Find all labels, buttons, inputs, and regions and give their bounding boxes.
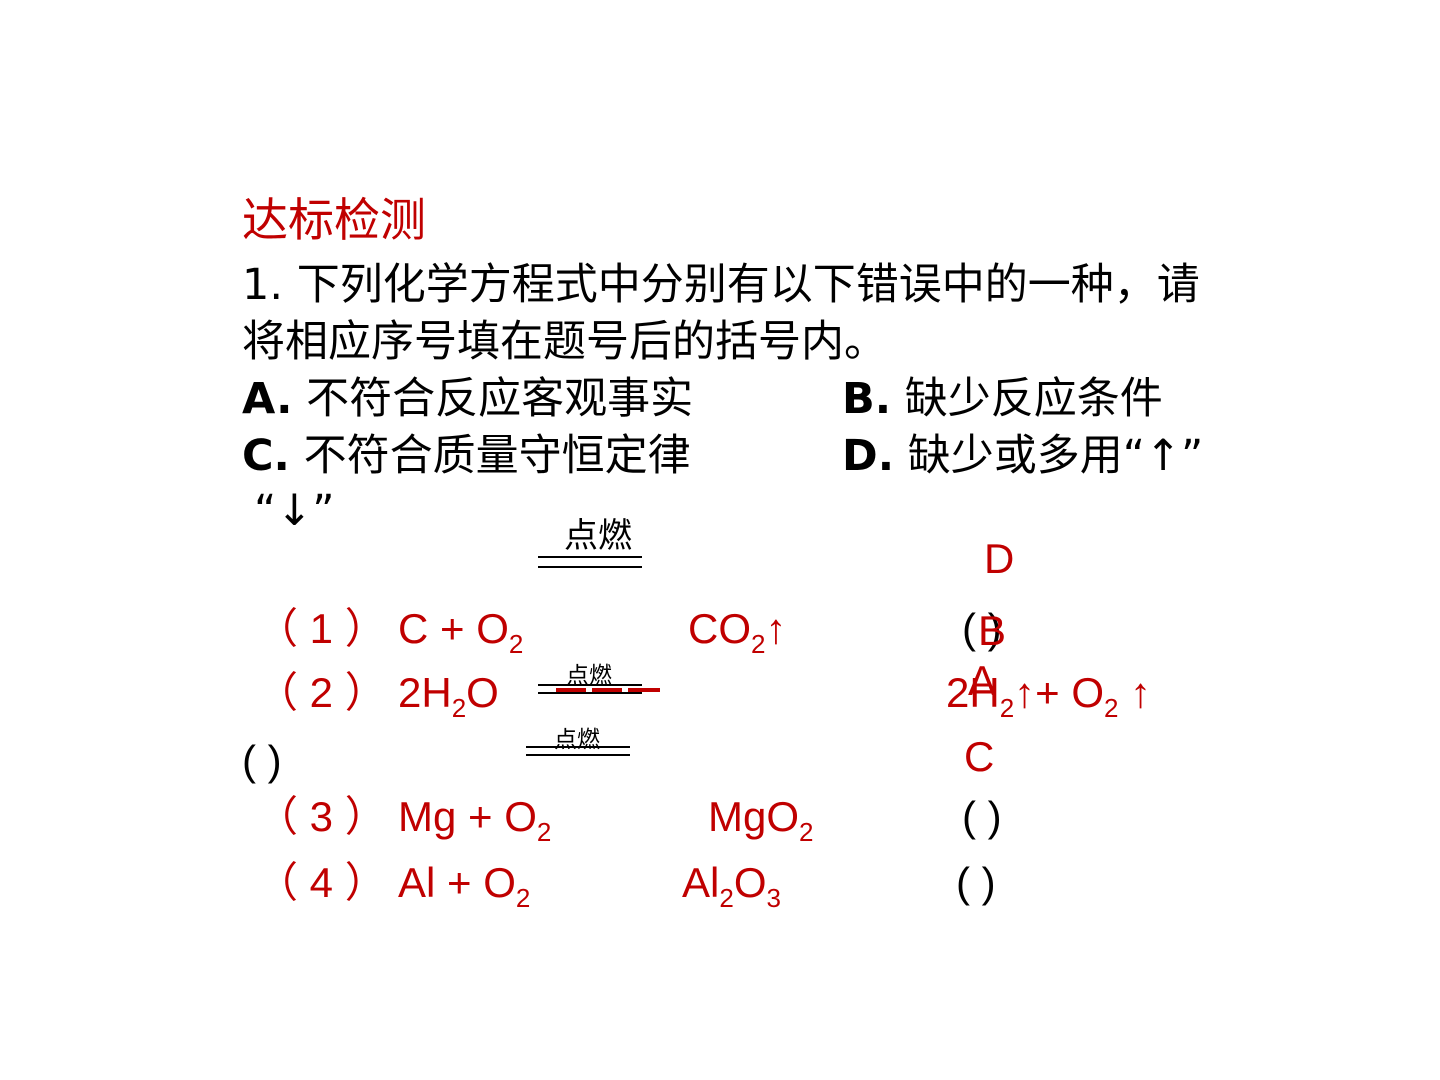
option-d-text: 缺少或多用“↑” <box>894 431 1204 481</box>
equals-bar-3b <box>526 754 630 756</box>
equals-bar-1a <box>538 556 642 558</box>
eq4-rhs-mid: O <box>733 859 767 906</box>
eq3-rhs: MgO <box>708 793 800 840</box>
option-d-letter: D. <box>842 431 895 481</box>
equation-1-reactants: C + O2 <box>398 604 523 657</box>
option-b-text: 缺少反应条件 <box>891 374 1163 424</box>
eq2-rhs-sub: 2 <box>999 693 1015 723</box>
equation-4-reactants: Al + O2 <box>398 858 530 911</box>
option-a-text: 不符合反应客观事实 <box>292 374 694 424</box>
option-b: B. 缺少反应条件 <box>842 370 1163 428</box>
option-a: A. 不符合反应客观事实 <box>242 370 693 428</box>
eq2-lhs: 2H <box>398 669 452 716</box>
equals-bar-3a <box>526 746 630 748</box>
red-dash-1 <box>556 688 586 692</box>
eq1-rhs-tail: ↑ <box>765 605 787 652</box>
eq2-rhs-mid: ↑+ O <box>1014 669 1105 716</box>
equation-2-reactants: 2H2O <box>398 668 499 721</box>
equation-2-products: 2H2↑+ O2 ↑ <box>946 668 1152 721</box>
eq4-lhs: Al + O <box>398 859 516 906</box>
equals-bar-1b <box>538 566 642 568</box>
equation-2-number: （ 2 ） <box>256 669 387 716</box>
eq4-lhs-sub: 2 <box>515 883 531 913</box>
equation-1-number: （ 1 ） <box>256 605 387 652</box>
answer-2: B <box>978 607 1007 654</box>
equation-1-products: CO2↑ <box>688 604 787 657</box>
equation-4-paren: ( ) <box>956 859 996 906</box>
eq2-lhs-sub: 2 <box>451 693 467 723</box>
option-c-letter: C. <box>242 431 290 481</box>
eq1-rhs-sub: 2 <box>751 629 766 659</box>
red-dash-3 <box>628 688 660 692</box>
equation-3-products: MgO2 <box>708 792 813 845</box>
page-title: 达标检测 <box>242 193 426 247</box>
eq1-rhs: CO <box>688 605 751 652</box>
option-c-text: 不符合质量守恒定律 <box>289 431 691 481</box>
option-a-letter: A. <box>242 374 293 424</box>
option-d: D. 缺少或多用“↑” <box>842 427 1203 485</box>
eq4-rhs-sub: 2 <box>719 883 734 913</box>
equation-3-paren: ( ) <box>962 793 1002 840</box>
answer-1: D <box>984 535 1015 582</box>
question-line-1: 1. 下列化学方程式中分别有以下错误中的一种，请 <box>242 260 1200 310</box>
equation-4-products: Al2O3 <box>682 858 781 911</box>
equation-1-paren: ( ) <box>962 605 1002 652</box>
eq1-lhs: C + O <box>398 605 509 652</box>
eq4-rhs: Al <box>682 859 720 906</box>
equals-bar-2b <box>538 692 642 694</box>
eq3-rhs-sub: 2 <box>799 817 814 847</box>
equation-4-number: （ 4 ） <box>256 859 387 906</box>
option-c: C. 不符合质量守恒定律 <box>242 427 691 485</box>
eq4-rhs-sub2: 3 <box>766 883 781 913</box>
answer-3: A <box>968 657 997 704</box>
equals-bar-2a <box>538 684 642 686</box>
eq2-rhs: 2H <box>946 669 1000 716</box>
condition-label-1: 点燃 <box>564 516 632 556</box>
eq1-lhs-sub: 2 <box>508 629 524 659</box>
eq3-lhs-sub: 2 <box>536 817 552 847</box>
equation-2-paren: ( ) <box>242 737 282 784</box>
eq2-rhs-sub2: 2 <box>1104 693 1119 723</box>
question-line-2: 将相应序号填在题号后的括号内。 <box>242 317 887 367</box>
option-d-continuation: “↓” <box>254 486 335 536</box>
answer-4: C <box>964 733 995 780</box>
equation-3-reactants: Mg + O2 <box>398 792 551 845</box>
eq2-rhs-tail: ↑ <box>1118 669 1152 716</box>
eq2-lhs-tail: O <box>466 669 499 716</box>
red-dash-2 <box>592 688 622 692</box>
eq3-lhs: Mg + O <box>398 793 537 840</box>
condition-label-3: 点燃 <box>554 727 600 753</box>
option-b-letter: B. <box>842 374 892 424</box>
equation-3-number: （ 3 ） <box>256 793 387 840</box>
